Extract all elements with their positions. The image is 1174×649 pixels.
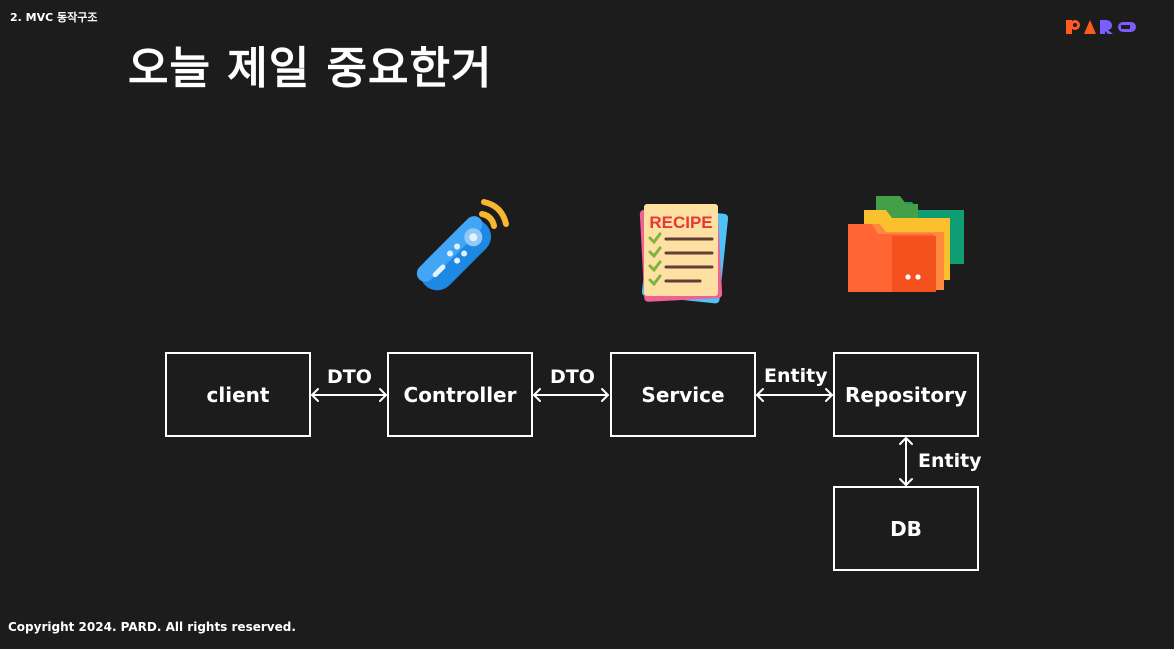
folders-icon (846, 194, 968, 300)
pard-logo (1066, 18, 1138, 40)
edge-label-service-repository: Entity (764, 365, 828, 387)
controller-box: Controller (387, 352, 533, 437)
edge-label-repository-db: Entity (918, 450, 982, 472)
section-label: 2. MVC 동작구조 (10, 11, 98, 24)
repository-box: Repository (833, 352, 979, 437)
edge-label-controller-service: DTO (550, 366, 595, 388)
edge-label-client-controller: DTO (327, 366, 372, 388)
client-box: client (165, 352, 311, 437)
service-box: Service (610, 352, 756, 437)
recipe-label: RECIPE (649, 213, 712, 232)
recipe-icon: RECIPE (636, 200, 730, 308)
db-box: DB (833, 486, 979, 571)
copyright-footer: Copyright 2024. PARD. All rights reserve… (8, 620, 296, 634)
slide-title: 오늘 제일 중요한거 (128, 43, 493, 94)
remote-control-icon (402, 194, 520, 310)
